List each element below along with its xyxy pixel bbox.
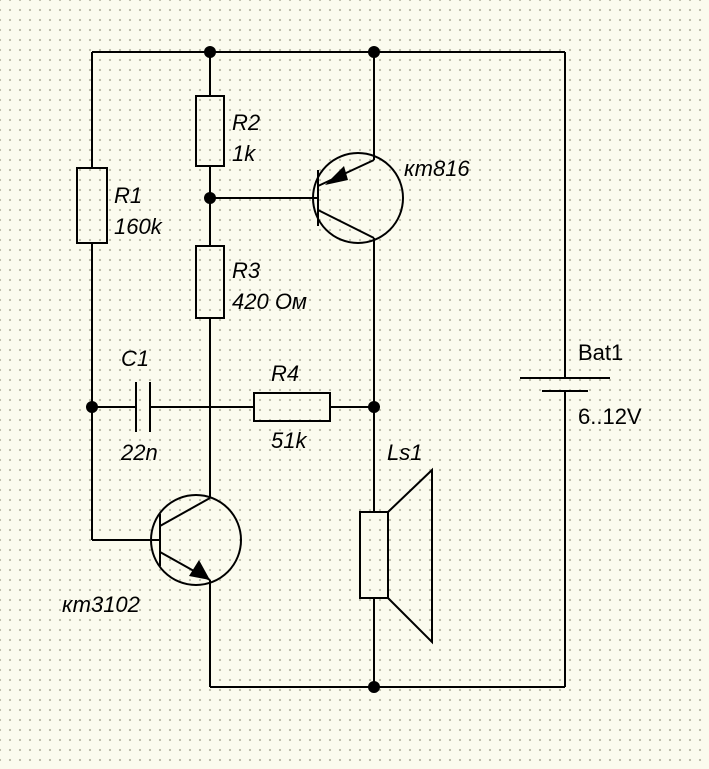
resistor-r3 [195,245,225,319]
resistor-r1 [76,167,108,244]
junction-node [368,46,380,58]
r3-value-label: 420 Ом [232,289,307,314]
bat1-value-label: 6..12V [578,404,642,429]
resistor-r4 [253,392,331,422]
junction-node [368,681,380,693]
junction-node [368,401,380,413]
transistor-q1 [312,152,404,244]
q2-part-label: кт3102 [62,592,140,617]
wires [91,51,566,688]
pnp-arrow-icon [325,166,348,185]
speaker-ls1 [359,467,433,645]
junction-node [86,401,98,413]
junction-node [204,46,216,58]
r2-value-label: 1k [232,141,256,166]
junction-nodes [86,46,380,693]
r3-ref-label: R3 [232,258,261,283]
junction-node [204,192,216,204]
r1-value-label: 160k [114,214,163,239]
q1-part-label: кт816 [404,156,470,181]
c1-ref-label: C1 [121,346,149,371]
bat1-ref-label: Bat1 [578,340,623,365]
r2-ref-label: R2 [232,110,260,135]
r1-ref-label: R1 [114,183,142,208]
c1-value-label: 22n [120,440,158,465]
r4-value-label: 51k [271,428,307,453]
resistor-r2 [195,95,225,167]
battery-bat1 [520,377,610,392]
ls1-ref-label: Ls1 [387,440,422,465]
npn-arrow-icon [189,560,210,580]
transistor-q2 [150,494,242,586]
r4-ref-label: R4 [271,361,299,386]
capacitor-c1 [135,382,151,432]
